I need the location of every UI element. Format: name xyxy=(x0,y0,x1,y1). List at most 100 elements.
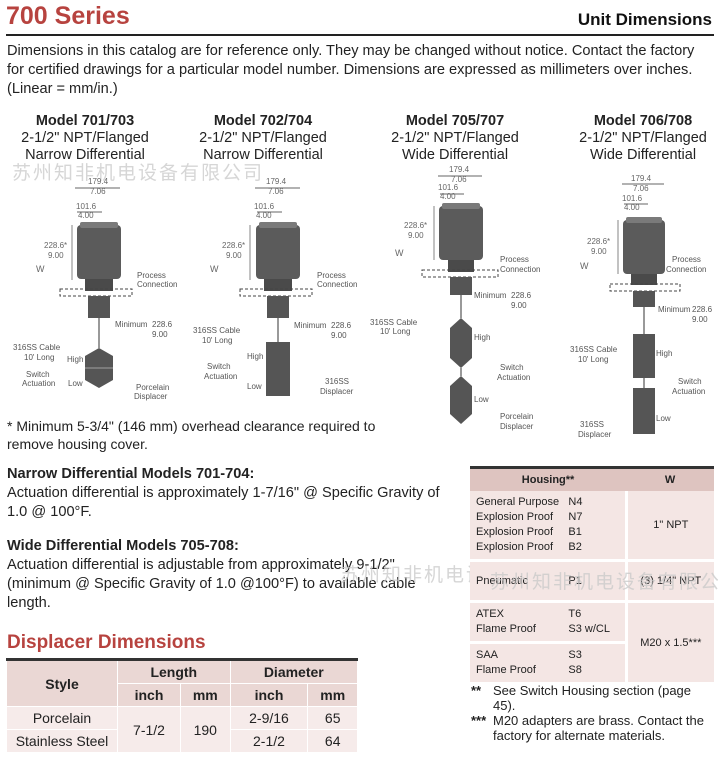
min-mm: 228.6 xyxy=(152,320,173,329)
label-cable: 316SS Cable xyxy=(570,345,618,354)
narrow-heading: Narrow Differential Models 701-704: xyxy=(7,466,255,482)
col-length-inch: inch xyxy=(117,683,181,707)
model-706-708-heading: Model 706/708 2-1/2" NPT/Flanged Wide Di… xyxy=(558,113,718,164)
min-in: 9.00 xyxy=(511,301,527,310)
label-cable: 316SS Cable xyxy=(13,343,61,352)
label-switch: Switch xyxy=(207,362,231,371)
dim-101-in: 4.00 xyxy=(624,203,640,212)
label-w: W xyxy=(36,264,45,274)
label-long: 10' Long xyxy=(380,327,410,336)
dim-179-mm: 179.4 xyxy=(88,177,109,186)
watermark: 苏州知非机电设备有限公司 xyxy=(12,163,265,184)
cell-style: Stainless Steel xyxy=(6,729,118,753)
col-length-mm: mm xyxy=(179,683,231,707)
wide-differential-section: Wide Differential Models 705-708: Actuat… xyxy=(7,537,447,613)
dim-179-in: 7.06 xyxy=(451,175,467,184)
housing-w: 1" NPT xyxy=(624,491,714,562)
min-in: 9.00 xyxy=(692,315,708,324)
label-displacer: Displacer xyxy=(500,422,534,431)
housing-w: (3) 1/4" NPT xyxy=(624,560,714,603)
col-diameter-mm: mm xyxy=(307,683,358,707)
housing-w: M20 x 1.5*** xyxy=(624,601,714,685)
label-minimum: Minimum xyxy=(658,305,691,314)
label-minimum: Minimum xyxy=(294,321,327,330)
label-high: High xyxy=(247,352,263,361)
col-length: Length xyxy=(117,658,231,684)
housing-table: Housing** W General Purpose Explosion Pr… xyxy=(470,466,714,685)
cell-style: Porcelain xyxy=(6,706,118,730)
label-low: Low xyxy=(68,379,83,388)
dim-101-in: 4.00 xyxy=(78,211,94,220)
dim-179-in: 7.06 xyxy=(90,187,106,196)
label-actuation: Actuation xyxy=(497,373,530,382)
label-cable: 316SS Cable xyxy=(370,318,418,327)
footnote-switch-housing: ** See Switch Housing section (page 45). xyxy=(471,683,716,713)
label-cable: 316SS Cable xyxy=(193,326,241,335)
col-diameter-inch: inch xyxy=(229,683,309,707)
col-style: Style xyxy=(6,658,118,707)
drawing-701-703: 179.4 7.06 101.6 4.00 228.6* 9.00 W Proc… xyxy=(13,177,177,401)
label-process: Process xyxy=(672,255,701,264)
dim-101-in: 4.00 xyxy=(440,192,456,201)
label-displacer: Displacer xyxy=(320,387,354,396)
model-title: Model 705/707 xyxy=(405,113,505,129)
model-connection: 2-1/2" NPT/Flanged xyxy=(21,130,149,146)
header-rule xyxy=(6,34,714,36)
dim-228-in: 9.00 xyxy=(226,251,242,260)
footnote-mark: ** xyxy=(471,683,482,698)
label-minimum: Minimum xyxy=(474,291,507,300)
label-316ss: 316SS xyxy=(580,420,604,429)
housing-codes: N4 N7 B1 B2 xyxy=(568,491,627,562)
dim-101-mm: 101.6 xyxy=(76,202,97,211)
intro-paragraph: Dimensions in this catalog are for refer… xyxy=(7,43,695,97)
label-connection: Connection xyxy=(500,265,540,274)
model-title: Model 702/704 xyxy=(213,113,313,129)
section-title: Unit Dimensions xyxy=(577,10,712,29)
cell-diameter-mm: 64 xyxy=(307,729,358,753)
model-connection: 2-1/2" NPT/Flanged xyxy=(391,130,519,146)
model-differential: Wide Differential xyxy=(401,147,509,163)
label-switch: Switch xyxy=(26,370,50,379)
model-705-707-heading: Model 705/707 2-1/2" NPT/Flanged Wide Di… xyxy=(370,113,540,164)
label-connection: Connection xyxy=(317,280,357,289)
displacer-table: Style Length Diameter inch mm inch mm Po… xyxy=(6,658,359,753)
min-in: 9.00 xyxy=(331,331,347,340)
model-differential: Narrow Differential xyxy=(25,147,145,163)
dim-228-in: 9.00 xyxy=(48,251,64,260)
label-long: 10' Long xyxy=(202,336,232,345)
label-low: Low xyxy=(474,395,489,404)
cell-length-inch: 7-1/2 xyxy=(117,706,181,753)
narrow-text: Actuation differential is approximately … xyxy=(7,485,440,520)
dim-179-in: 7.06 xyxy=(633,184,649,193)
dim-228-mm: 228.6* xyxy=(587,237,610,246)
footnote-mark: *** xyxy=(471,713,487,728)
label-w: W xyxy=(580,261,589,271)
cell-diameter-inch: 2-1/2 xyxy=(229,729,309,753)
min-mm: 228.6 xyxy=(331,321,352,330)
dim-228-in: 9.00 xyxy=(591,247,607,256)
table-row: Pneumatic P1 (3) 1/4" NPT xyxy=(470,560,714,603)
label-porcelain: Porcelain xyxy=(136,383,169,392)
label-displacer: Displacer xyxy=(578,430,612,439)
label-high: High xyxy=(474,333,490,342)
footnote-m20: *** M20 adapters are brass. Contact the … xyxy=(471,713,716,743)
footnote-text: See Switch Housing section (page 45). xyxy=(493,683,692,713)
label-actuation: Actuation xyxy=(204,372,237,381)
label-long: 10' Long xyxy=(24,353,54,362)
label-switch: Switch xyxy=(500,363,524,372)
model-connection: 2-1/2" NPT/Flanged xyxy=(579,130,707,146)
min-mm: 228.6 xyxy=(511,291,532,300)
series-title: 700 Series xyxy=(6,2,130,30)
drawing-702-704: 179.4 7.06 101.6 4.00 228.6* 9.00 W Proc… xyxy=(193,177,357,396)
label-w: W xyxy=(210,264,219,274)
cell-diameter-inch: 2-9/16 xyxy=(229,706,309,730)
label-actuation: Actuation xyxy=(672,387,705,396)
label-porcelain: Porcelain xyxy=(500,412,533,421)
dim-101-mm: 101.6 xyxy=(438,183,459,192)
dim-179-mm: 179.4 xyxy=(631,174,652,183)
label-w: W xyxy=(395,248,404,258)
min-in: 9.00 xyxy=(152,330,168,339)
col-diameter: Diameter xyxy=(229,658,359,684)
label-connection: Connection xyxy=(666,265,706,274)
label-connection: Connection xyxy=(137,280,177,289)
